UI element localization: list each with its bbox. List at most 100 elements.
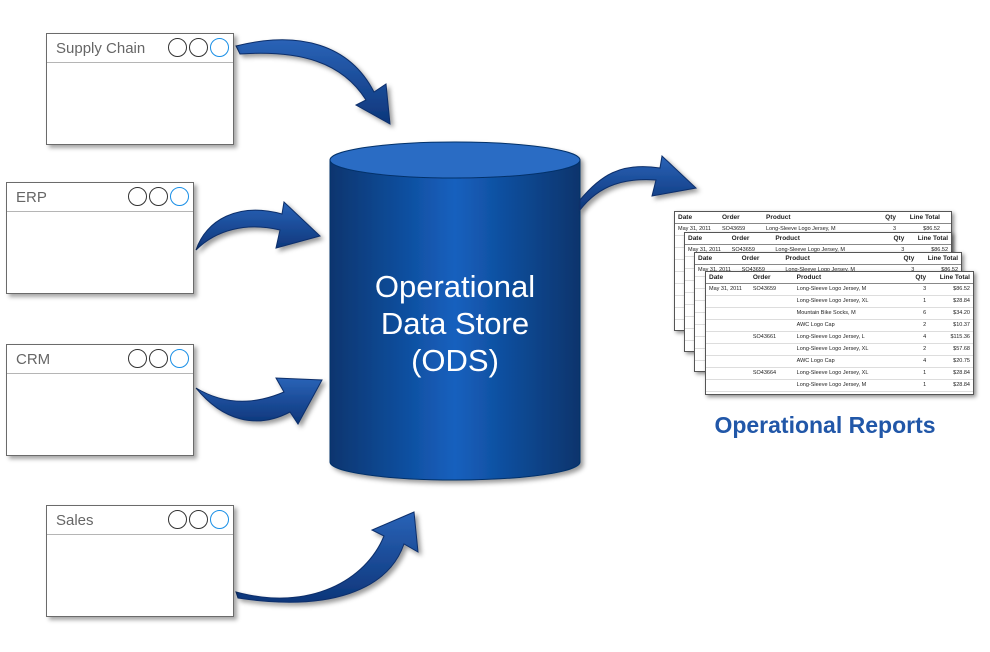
report-column-header: Product [785, 255, 810, 262]
report-cell: May 31, 2011 [688, 247, 721, 253]
report-cell [709, 296, 753, 307]
report-cell: 2 [923, 346, 927, 352]
circle-icon [170, 187, 189, 206]
report-cell [753, 356, 797, 367]
circle-icon [168, 38, 187, 57]
report-cell: $86.52 [923, 226, 940, 232]
circle-icon [128, 187, 147, 206]
source-window-sales: Sales [46, 505, 234, 617]
report-cell: 2 [923, 322, 927, 328]
report-column-header: Line Total [927, 255, 959, 262]
report-cell: SO43659 [741, 267, 765, 273]
report-cell [709, 332, 753, 343]
report-cell [709, 344, 753, 355]
report-cell: SO43659 [731, 247, 755, 253]
report-cell: Long-Sleeve Logo Jersey, XL [796, 346, 869, 352]
report-cell: 4 [923, 334, 927, 340]
report-cell [753, 320, 797, 331]
report-cell: $86.52 [941, 267, 959, 273]
arrow-ods-to-reports [579, 154, 698, 212]
report-cell: Long-Sleeve Logo Jersey, XL [796, 298, 869, 304]
report-row: May 31, 2011 SO43659 Long-Sleeve Logo Jers… [706, 284, 973, 296]
report-cell: $86.52 [931, 247, 949, 253]
source-window-erp: ERP [6, 182, 194, 294]
circle-icon [189, 510, 208, 529]
report-cell [753, 308, 797, 319]
report-cell: 3 [901, 247, 905, 253]
circle-icon [149, 187, 168, 206]
report-cell: 1 [923, 298, 927, 304]
report-cell: 6 [923, 310, 927, 316]
source-label: Supply Chain [56, 40, 146, 57]
report-row: AWC Logo Cap 4 $20.75 [706, 356, 973, 368]
source-window-header: ERP [7, 183, 193, 212]
report-column-header: Line Total [917, 235, 949, 242]
report-column-header: Qty [885, 214, 896, 221]
report-column-header: Qty [903, 255, 915, 262]
report-cell [709, 308, 753, 319]
window-controls [168, 38, 229, 57]
circle-icon [210, 510, 229, 529]
reports-title: Operational Reports [714, 412, 936, 438]
circle-icon [128, 349, 147, 368]
report-cell: Mountain Bike Socks, M [796, 310, 856, 316]
report-cell [753, 380, 797, 391]
arrow-crm-to-ods [195, 377, 323, 425]
report-column-header: Qty [915, 274, 927, 281]
report-column-header: Product [775, 235, 800, 242]
report-cell: 3 [911, 267, 915, 273]
window-controls [128, 187, 189, 206]
source-window-supply-chain: Supply Chain [46, 33, 234, 145]
ods-label-line3: (ODS) [411, 343, 499, 378]
report-cell [709, 356, 753, 367]
report-cell: SO43664 [752, 370, 777, 376]
report-cell: May 31, 2011 [709, 286, 742, 292]
report-cell: $34.20 [953, 310, 970, 316]
ods-label: Operational Data Store (ODS) [330, 268, 580, 379]
report-cell: $20.75 [953, 358, 970, 364]
report-cell: Long-Sleeve Logo Jersey, M [785, 267, 855, 273]
arrow-erp-to-ods [195, 200, 321, 251]
report-column-header: Date [709, 274, 724, 281]
report-cell: $57.68 [926, 392, 970, 394]
report-cell: $10.37 [953, 322, 970, 328]
circle-icon [149, 349, 168, 368]
arrow-sales-to-ods [235, 511, 419, 603]
report-cell: SO43659 [722, 226, 746, 232]
source-window-header: CRM [7, 345, 193, 374]
report-cell: Long-Sleeve Logo Jersey, L [796, 334, 865, 340]
report-cell: SO43659 [752, 286, 777, 292]
report-cell: Long-Sleeve Logo Jersey, M [796, 382, 867, 388]
report-column-header: Date [678, 214, 693, 221]
window-controls [128, 349, 189, 368]
arrow-supply-to-ods [235, 39, 391, 125]
source-label: ERP [16, 189, 47, 206]
report-column-header: Order [741, 255, 760, 262]
report-cell: 1 [923, 382, 927, 388]
report-column-header: Order [752, 274, 771, 281]
report-cell [709, 380, 753, 391]
report-cell: Long-Sleeve Logo Jersey, M [796, 286, 867, 292]
report-cell: $28.84 [953, 370, 970, 376]
circle-icon [170, 349, 189, 368]
ods-cylinder [329, 141, 581, 481]
report-cell: AWC Logo Cap [796, 358, 835, 364]
report-column-header: Qty [893, 235, 905, 242]
circle-icon [210, 38, 229, 57]
report-cell [709, 320, 753, 331]
report-cell: 3 [892, 226, 896, 232]
report-cell: 2 [906, 392, 926, 394]
report-cell: 4 [923, 358, 927, 364]
source-window-header: Supply Chain [47, 34, 233, 63]
source-window-crm: CRM [6, 344, 194, 456]
